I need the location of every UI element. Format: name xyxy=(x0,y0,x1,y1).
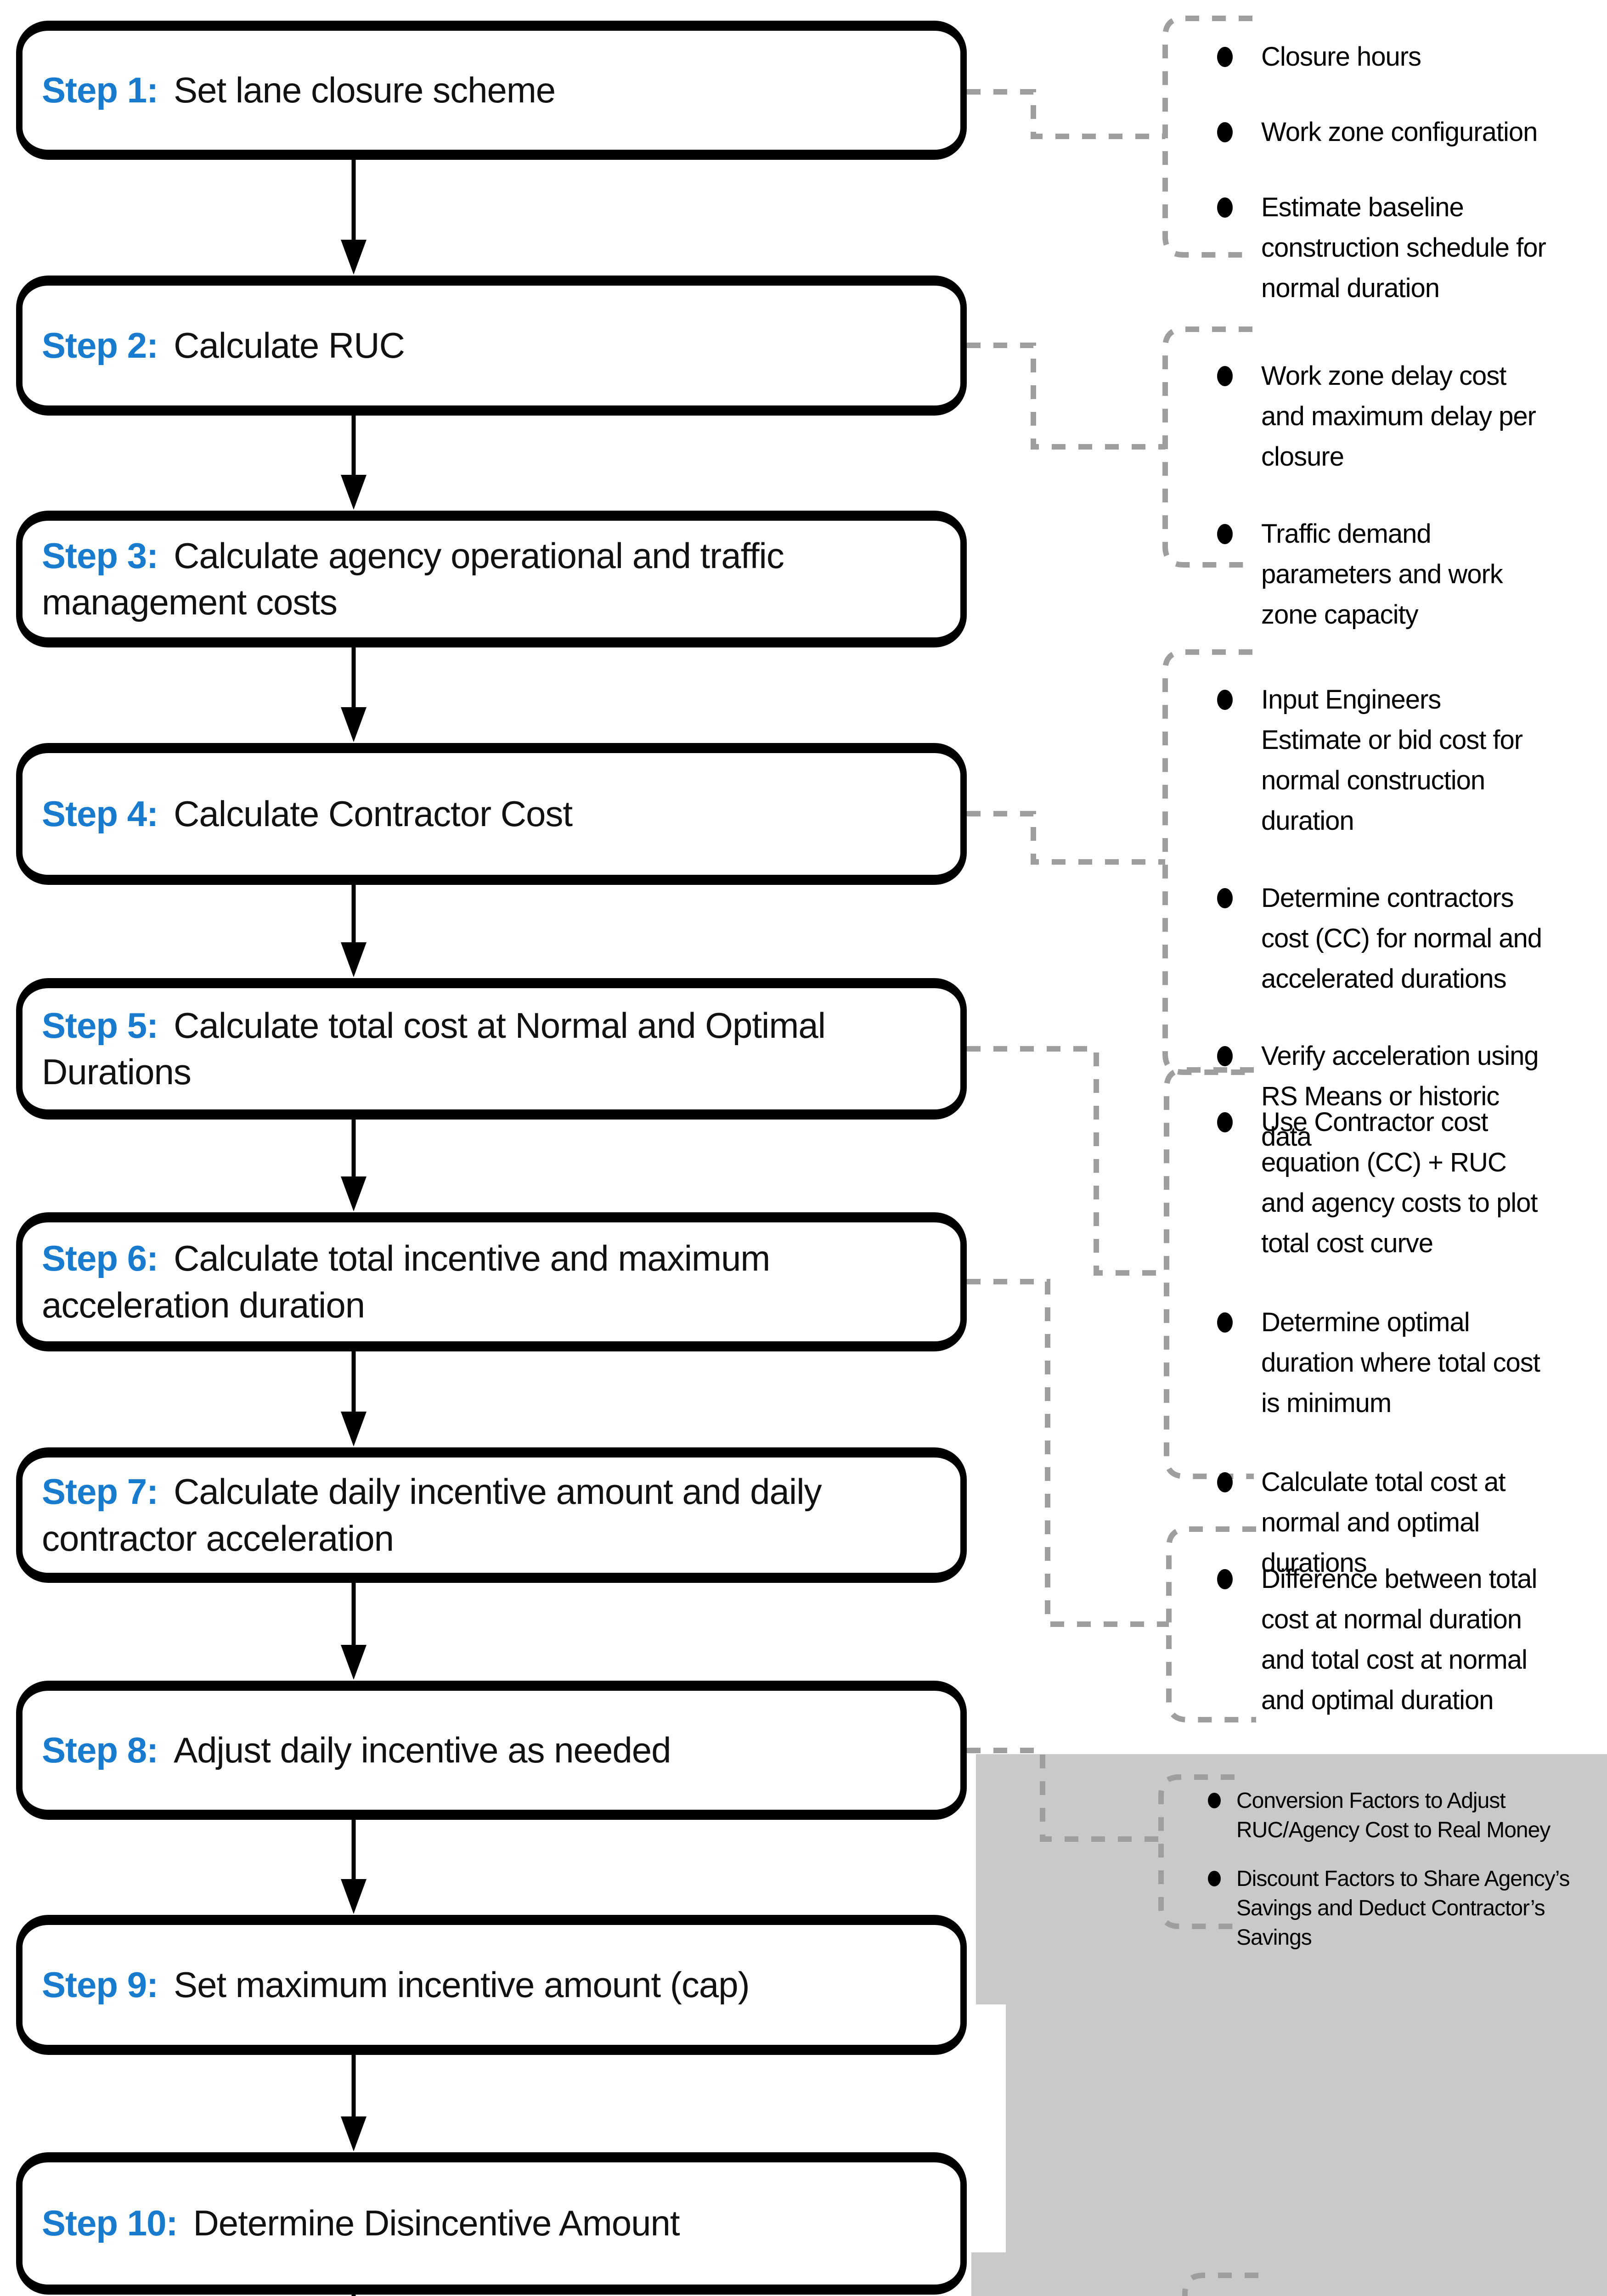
callout-bullet: Discount Factors to Share Agency’s Savin… xyxy=(1208,1864,1589,1953)
callout-bullet: Use Contractor cost equation (CC) + RUC … xyxy=(1217,1102,1548,1264)
callout-step-11: This is the Contractual Start Date Optim… xyxy=(1240,2289,1589,2296)
step-9-box: Step 9: Set maximum incentive amount (cap… xyxy=(16,1915,967,2055)
bullet-icon xyxy=(1217,1046,1233,1066)
step-3-box: Step 3:Calculate agency operational and … xyxy=(16,511,967,647)
dashed-bracket xyxy=(1158,16,1258,2296)
step-6-label: Step 6: xyxy=(42,1238,158,1279)
callout-bullet: This is the Contractual Start Date xyxy=(1240,2289,1589,2296)
callout-step-5-6: Use Contractor cost equation (CC) + RUC … xyxy=(1217,1102,1548,1583)
bullet-icon xyxy=(1217,122,1233,142)
callout-bullet: Conversion Factors to Adjust RUC/Agency … xyxy=(1208,1786,1589,1845)
step-5-box: Step 5:Calculate total cost at Normal an… xyxy=(16,978,967,1120)
gray-highlight-panel xyxy=(1006,2004,1607,2252)
bullet-icon xyxy=(1217,1312,1233,1333)
callout-step-2: Work zone delay cost and maximum delay p… xyxy=(1217,356,1552,635)
bullet-icon xyxy=(1217,690,1233,710)
callout-step-7: Difference between total cost at normal … xyxy=(1217,1559,1557,1721)
flow-arrow xyxy=(341,160,367,2296)
callout-bullet: Determine optimal duration where total c… xyxy=(1217,1302,1548,1424)
callout-bullet: Determine contractors cost (CC) for norm… xyxy=(1217,878,1548,999)
step-9-label: Step 9: xyxy=(42,1964,158,2005)
step-7-title: Calculate daily incentive amount and dai… xyxy=(42,1471,822,1559)
callout-bullet: Closure hours xyxy=(1217,37,1557,77)
bullet-icon xyxy=(1217,1569,1233,1589)
step-7-label: Step 7: xyxy=(42,1471,158,1512)
step-1-box: Step 1: Set lane closure scheme xyxy=(16,21,967,160)
bullet-icon xyxy=(1217,47,1233,67)
bullet-icon xyxy=(1217,1472,1233,1492)
step-10-label: Step 10: xyxy=(42,2203,178,2244)
gray-highlight-panel xyxy=(976,1754,1607,2004)
callout-bullet: Calculate total cost at normal and optim… xyxy=(1217,1462,1548,1583)
step-5-label: Step 5: xyxy=(42,1005,158,1046)
callout-bullet: Input Engineers Estimate or bid cost for… xyxy=(1217,680,1548,841)
gray-highlight-panel xyxy=(971,2252,1607,2296)
step-3-label: Step 3: xyxy=(42,535,158,576)
step-10-title: Determine Disincentive Amount xyxy=(193,2203,680,2244)
step-9-title: Set maximum incentive amount (cap) xyxy=(174,1964,750,2005)
step-8-label: Step 8: xyxy=(42,1729,158,1770)
step-4-label: Step 4: xyxy=(42,793,158,834)
step-3-title: Calculate agency operational and traffic… xyxy=(42,535,784,622)
callout-bullet: Verify acceleration using RS Means or hi… xyxy=(1217,1036,1548,1157)
bullet-icon xyxy=(1217,197,1233,218)
step-8-box: Step 8: Adjust daily incentive as needed xyxy=(16,1681,967,1820)
step-2-box: Step 2: Calculate RUC xyxy=(16,276,967,416)
callout-step-1: Closure hours Work zone configuration Es… xyxy=(1217,37,1557,309)
bullet-icon xyxy=(1217,524,1233,544)
callout-bullet: Difference between total cost at normal … xyxy=(1217,1559,1557,1721)
step-8-title: Adjust daily incentive as needed xyxy=(174,1729,671,1770)
bullet-icon xyxy=(1217,1112,1233,1132)
step-2-label: Step 2: xyxy=(42,325,158,366)
bullet-icon xyxy=(1217,366,1233,386)
bullet-icon xyxy=(1217,888,1233,908)
callout-bullet: Estimate baseline construction schedule … xyxy=(1217,187,1557,309)
step-4-box: Step 4: Calculate Contractor Cost xyxy=(16,743,967,885)
step-4-title: Calculate Contractor Cost xyxy=(174,793,573,834)
callout-bullet: Traffic demand parameters and work zone … xyxy=(1217,514,1552,635)
step-6-title: Calculate total incentive and maximum ac… xyxy=(42,1238,770,1325)
bullet-icon xyxy=(1208,1871,1221,1886)
step-1-label: Step 1: xyxy=(42,69,158,110)
callout-step-4: Input Engineers Estimate or bid cost for… xyxy=(1217,680,1548,1157)
callout-step-8: Conversion Factors to Adjust RUC/Agency … xyxy=(1208,1786,1589,1953)
step-6-box: Step 6:Calculate total incentive and max… xyxy=(16,1212,967,1351)
bullet-icon xyxy=(1208,1793,1221,1808)
step-7-box: Step 7:Calculate daily incentive amount … xyxy=(16,1447,967,1583)
step-2-title: Calculate RUC xyxy=(174,325,405,366)
dashed-connector xyxy=(967,89,1169,1842)
step-10-box: Step 10: Determine Disincentive Amount xyxy=(16,2152,967,2295)
callout-bullet: Work zone configuration xyxy=(1217,112,1557,152)
step-5-title: Calculate total cost at Normal and Optim… xyxy=(42,1005,826,1092)
callout-bullet: Work zone delay cost and maximum delay p… xyxy=(1217,356,1552,477)
step-1-title: Set lane closure scheme xyxy=(174,69,556,110)
